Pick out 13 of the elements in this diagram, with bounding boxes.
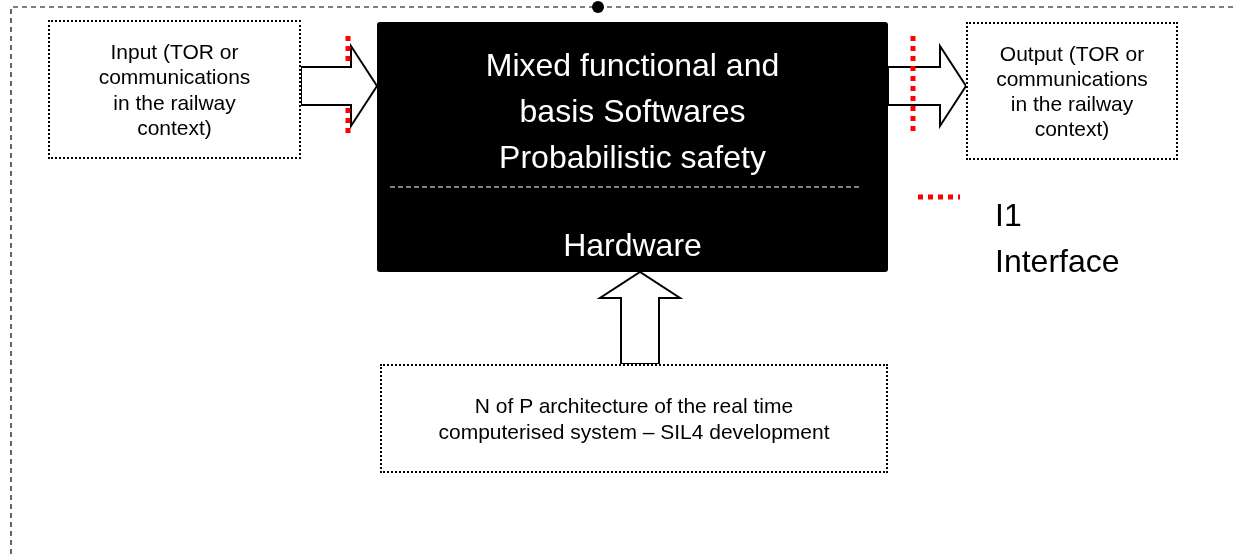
software-label: Mixed functional and basis Softwares Probabilistic safety [484, 46, 781, 177]
block-arrow [887, 42, 968, 130]
hardware-label: Hardware [562, 226, 703, 265]
block-arrow [596, 270, 684, 365]
box-label: Output (TOR or communications in the railway context) [995, 40, 1149, 142]
interface-box [966, 22, 1178, 160]
box-label: N of P architecture of the real time computerised system – SIL4 development [437, 393, 831, 444]
interface-box [380, 364, 888, 473]
system-block [377, 22, 888, 272]
interface-box [48, 20, 301, 159]
legend-label: I1 Interface [995, 196, 1121, 282]
box-label: Input (TOR or communications in the railway context) [97, 39, 252, 140]
block-arrow [300, 42, 379, 130]
